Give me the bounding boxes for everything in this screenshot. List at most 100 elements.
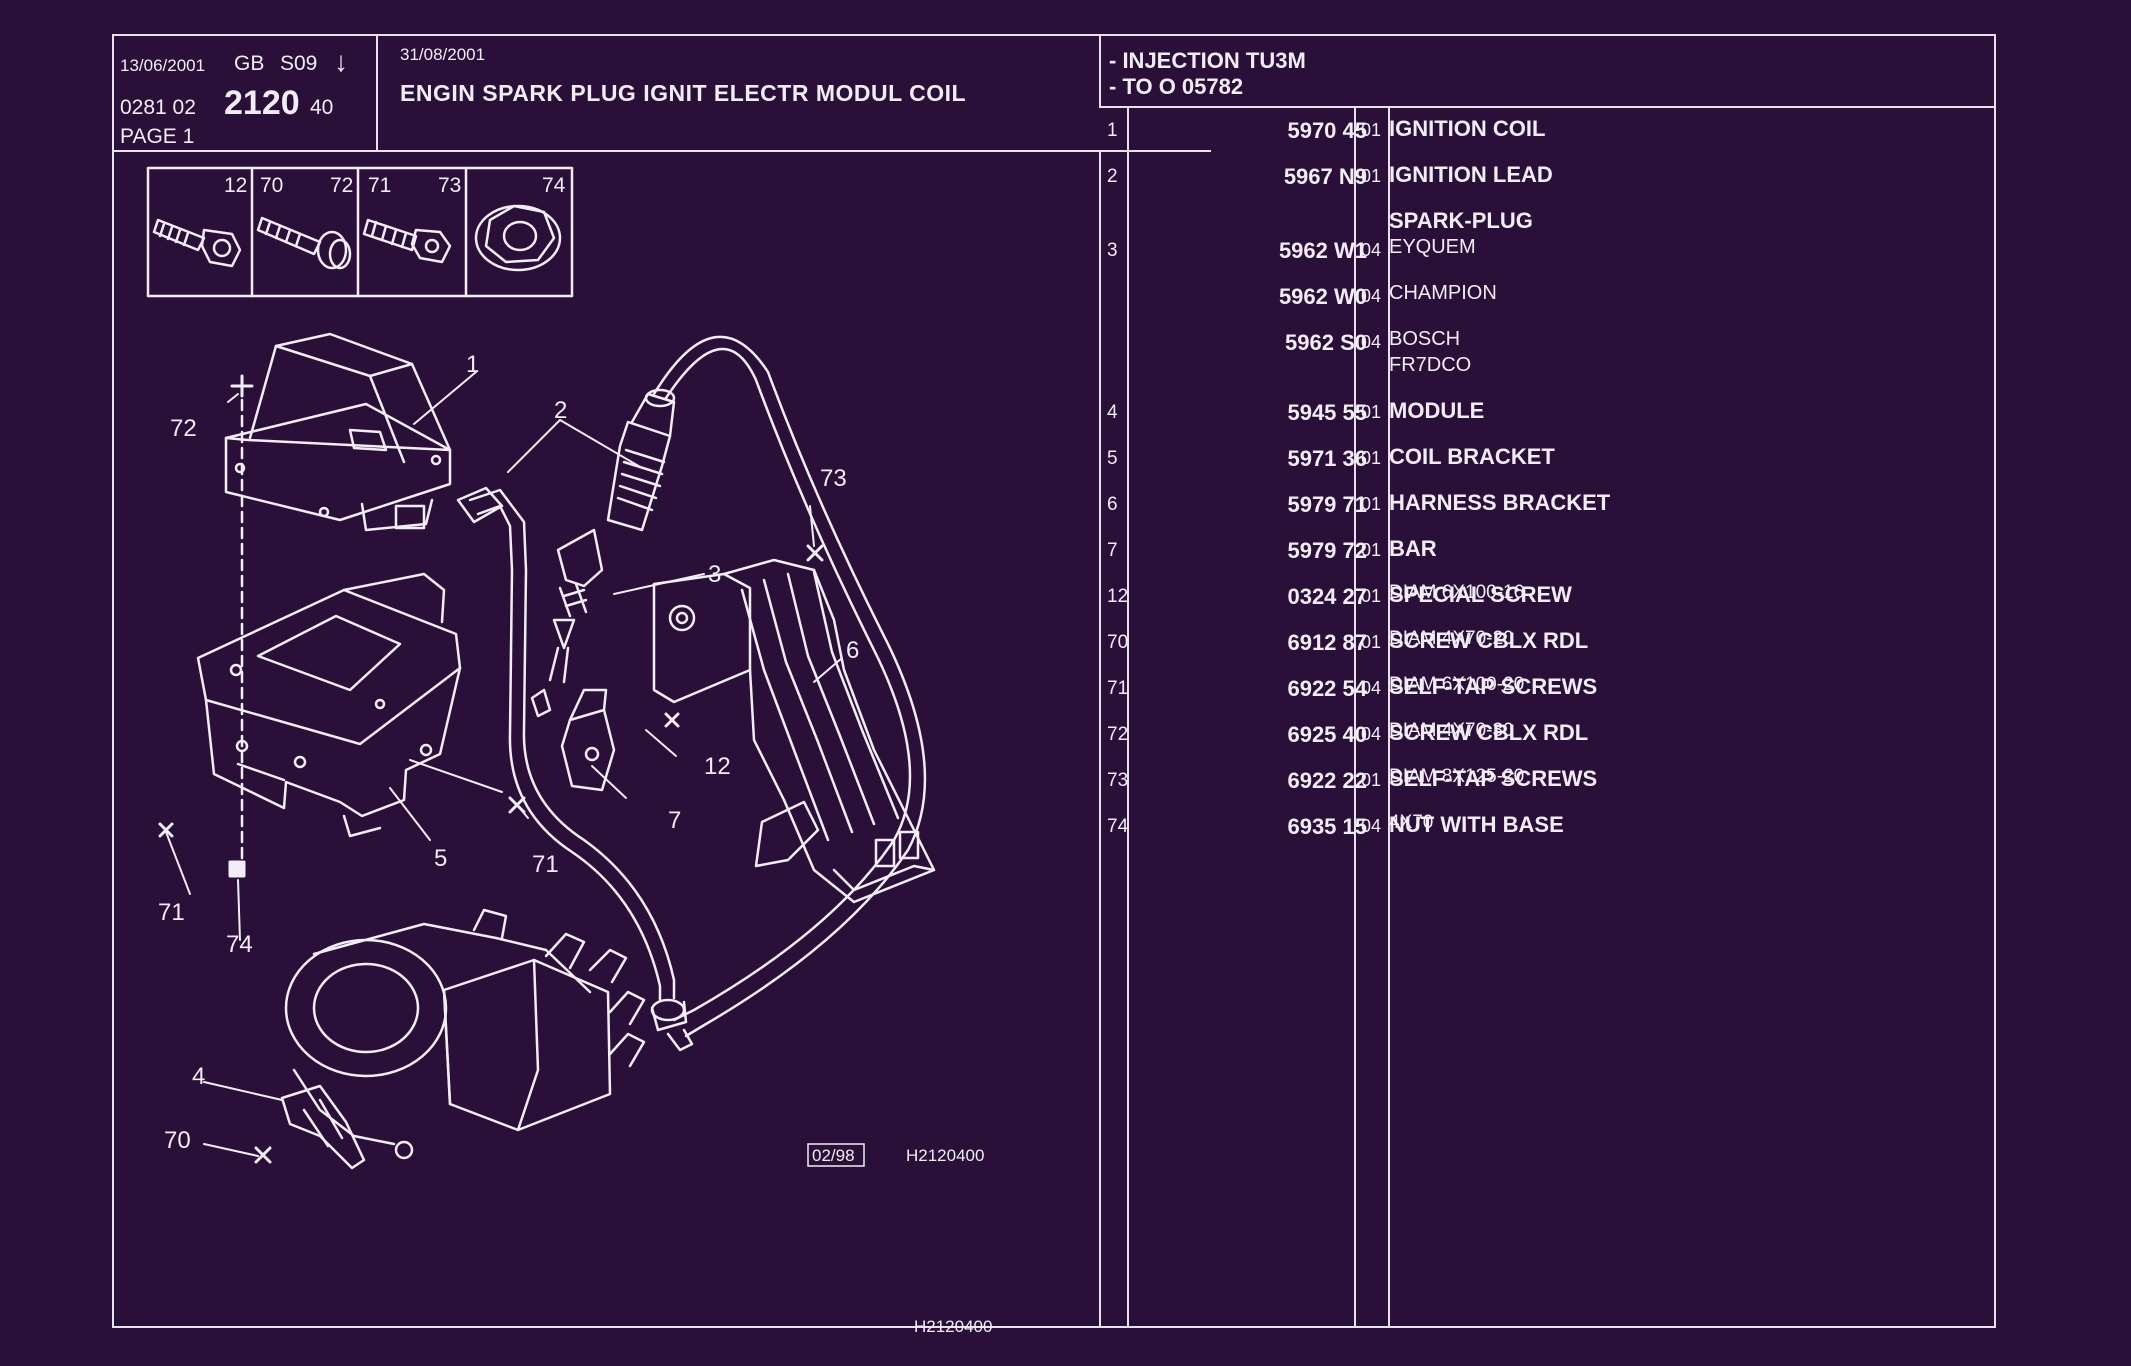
row-desc-main: NUT WITH BASE: [1389, 812, 1564, 837]
screw-ref-74: 74: [542, 174, 566, 197]
callout-70: 70: [164, 1127, 191, 1154]
row-part-number: 6922 54: [1287, 676, 1367, 701]
ignition-lead-drawing: [456, 486, 688, 1032]
row-qty: 01: [1361, 448, 1382, 468]
parts-table: 1 5970 45 01 IGNITION COIL 2 5967 N9 01 …: [1099, 106, 1994, 1326]
table-row: 5 5971 36 01 COIL BRACKET: [1099, 444, 1994, 488]
screw-ref-72: 72: [330, 174, 353, 197]
row-qty: 01: [1361, 494, 1382, 514]
long-ht-lead-drawing: [652, 335, 927, 1052]
header-application-box: - INJECTION TU3M - TO O 05782: [1099, 36, 1996, 108]
ignition-module-drawing: [284, 908, 646, 1160]
row-part-number: 5967 N9: [1283, 164, 1367, 189]
diagram-bottom-code: H2120400: [914, 1317, 992, 1336]
row-desc-main: BAR: [1389, 536, 1437, 561]
parts-sheet: 13/06/2001 GB S09 ↓ 0281 02 2120 40 PAGE…: [112, 34, 1996, 1336]
row-desc-main: MODULE: [1389, 398, 1485, 423]
row-desc-main: SCREW CBLX RDL: [1389, 628, 1589, 653]
row-sub: CHAMPION: [1389, 282, 1497, 304]
row-desc-extra: DIAM 8X125-20: [1389, 766, 1525, 787]
row-qty: 01: [1361, 166, 1382, 186]
module-connector-drawing: [280, 1084, 366, 1170]
row-ref: 12: [1107, 586, 1129, 607]
row-part-number: 5979 72: [1287, 538, 1367, 563]
row-part-number: 5962 W1: [1278, 238, 1367, 263]
row-desc-main: SCREW CBLX RDL: [1389, 720, 1589, 745]
row-desc-main: SPECIAL SCREW: [1389, 582, 1572, 607]
callout-74: 74: [226, 931, 253, 958]
row-desc-main: IGNITION COIL: [1389, 116, 1546, 141]
row-part-number: 5979 71: [1287, 492, 1367, 517]
callout-2: 2: [554, 397, 567, 424]
page-title: ENGIN SPARK PLUG IGNIT ELECTR MODUL COIL: [400, 80, 967, 106]
table-row: 71 6922 54 04 SELF-TAP SCREWS DIAM 6X100…: [1099, 674, 1994, 718]
nut-with-base-icon: [474, 204, 562, 272]
row-ref: 4: [1107, 402, 1118, 423]
row-desc-extra: 4X70: [1389, 812, 1434, 833]
row-desc-extra: DIAM 6X100-20: [1389, 674, 1525, 695]
row-part-number: 5962 W0: [1278, 284, 1367, 309]
row-part-number: 6935 15: [1287, 814, 1367, 839]
row-qty: 01: [1361, 120, 1382, 140]
row-qty: 04: [1361, 286, 1382, 306]
header-lang: GB: [234, 52, 265, 75]
row-qty: 01: [1361, 402, 1382, 422]
bar-drawing: [560, 688, 616, 792]
self-tap-screw-icon: [362, 218, 452, 264]
table-divider-qty: [1388, 106, 1390, 1326]
row-part-number: 0324 27: [1287, 584, 1367, 609]
row-desc-extra: DIAM 4X70-20: [1389, 628, 1514, 649]
row-ref: 70: [1107, 632, 1129, 653]
table-row: SPARK-PLUG 3 5962 W1 04 EYQUEM: [1099, 208, 1994, 280]
special-screw-icon: [152, 218, 242, 268]
callout-71-b: 71: [158, 899, 185, 926]
coil-bracket-drawing: [196, 572, 462, 838]
table-divider-part: [1354, 106, 1356, 1326]
screw-ref-12: 12: [224, 174, 247, 197]
callout-5: 5: [434, 845, 447, 872]
table-row: 74 6935 15 04 NUT WITH BASE 4X70: [1099, 812, 1994, 856]
diagram-code: H2120400: [906, 1146, 984, 1165]
row-ref: 71: [1107, 678, 1129, 699]
header-code-suffix: 40: [310, 96, 334, 119]
row-ref: 6: [1107, 494, 1118, 515]
table-row: 6 5979 71 01 HARNESS BRACKET: [1099, 490, 1994, 534]
header-code-prefix: 0281 02: [120, 96, 196, 119]
table-row: 70 6912 87 01 SCREW CBLX RDL DIAM 4X70-2…: [1099, 628, 1994, 672]
row-ref: 74: [1107, 816, 1129, 837]
row-sub: BOSCH: [1389, 328, 1461, 350]
table-row: 12 0324 27 01 SPECIAL SCREW DIAM 6X100-1…: [1099, 582, 1994, 626]
row-desc-extra: DIAM 6X100-16: [1389, 582, 1525, 603]
row-qty: 01: [1361, 540, 1382, 560]
header-code-main: 2120: [224, 84, 300, 122]
row-part-number: 6925 40: [1287, 722, 1367, 747]
row-part-number: 5970 45: [1287, 118, 1367, 143]
table-row: 5962 W0 04 CHAMPION: [1099, 282, 1994, 326]
table-row: 2 5967 N9 01 IGNITION LEAD: [1099, 162, 1994, 206]
row-heading: SPARK-PLUG: [1389, 208, 1533, 233]
row-ref: 7: [1107, 540, 1118, 561]
callout-7: 7: [668, 807, 681, 834]
row-sub-2: FR7DCO: [1389, 354, 1472, 376]
row-qty: 01: [1361, 632, 1382, 652]
row-qty: 04: [1361, 678, 1382, 698]
row-desc-main: SELF-TAP SCREWS: [1389, 766, 1598, 791]
table-row: 7 5979 72 01 BAR: [1099, 536, 1994, 580]
row-qty: 01: [1361, 586, 1382, 606]
callout-12: 12: [704, 753, 731, 780]
table-divider-ref: [1127, 106, 1129, 1326]
row-desc-main: COIL BRACKET: [1389, 444, 1555, 469]
screw-cblx-rdl-icon: [256, 216, 352, 270]
row-part-number: 5962 S0: [1285, 330, 1367, 355]
header-date-left: 13/06/2001: [120, 56, 206, 75]
callout-4: 4: [192, 1063, 205, 1090]
callout-1: 1: [466, 351, 479, 378]
diagram-svg: 1 2 3 4 5 6 7 12 70 71 71 72 73 74 12 70…: [146, 166, 992, 1336]
diagram-date-box: 02/98: [812, 1146, 855, 1165]
harness-bracket-drawing: [652, 558, 936, 904]
screw-ref-73: 73: [438, 174, 461, 197]
row-desc-extra: DIAM 4X70-30: [1389, 720, 1514, 741]
header-page: PAGE 1: [120, 125, 195, 148]
table-row: 72 6925 40 04 SCREW CBLX RDL DIAM 4X70-3…: [1099, 720, 1994, 764]
screw-ref-70: 70: [260, 174, 283, 197]
